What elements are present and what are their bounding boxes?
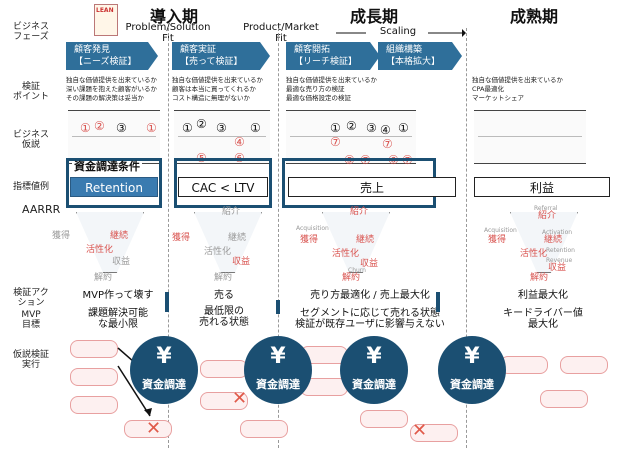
hyp-num: ② bbox=[196, 117, 207, 131]
aarrr-diagram-3: 紹介 Acquisition 獲得 継続 活性化 収益 Churn 解約 bbox=[296, 204, 414, 284]
fit-label-scaling: Scaling bbox=[379, 26, 417, 37]
row-label-validation-point: 検証 ポイント bbox=[12, 82, 49, 102]
mvp-goal-3: セグメントに応じて売れる状態 検証が既存ユーザに影響与えない bbox=[295, 308, 445, 330]
row-label-hypothesis-execution: 仮説検証 実行 bbox=[12, 350, 49, 370]
flow-node bbox=[500, 356, 548, 374]
flow-node bbox=[360, 410, 408, 428]
flow-node bbox=[70, 340, 118, 358]
hyp-num: ③ bbox=[216, 121, 227, 135]
funding-coin-1: ¥資金調達 bbox=[130, 336, 198, 404]
mvp-goal-1: 課題解決可能 な最小限 bbox=[88, 308, 148, 330]
action-2: 売る bbox=[214, 290, 234, 301]
hypothesis-canvas-col1 bbox=[68, 110, 160, 164]
funding-condition-frame-1 bbox=[66, 158, 162, 208]
metric-retention: Retention bbox=[70, 177, 158, 197]
hyp-num: ① bbox=[250, 121, 261, 135]
phase-intro: 導入期 bbox=[150, 7, 199, 26]
dark-divider bbox=[165, 292, 169, 312]
cross-icon: ✕ bbox=[146, 418, 162, 439]
divider-2 bbox=[278, 28, 279, 448]
dark-divider bbox=[436, 292, 440, 312]
mvp-goal-2: 最低限の 売れる状態 bbox=[199, 306, 249, 328]
hyp-num: ② bbox=[346, 119, 357, 133]
hyp-num: ⑦ bbox=[330, 135, 341, 149]
cross-icon: ✕ bbox=[232, 388, 248, 409]
row-label-mvp-goal: MVP 目標 bbox=[21, 310, 41, 330]
action-1: MVP作って壊す bbox=[82, 290, 154, 301]
flow-node bbox=[200, 392, 248, 410]
aarrr-diagram-1: 獲得 継続 活性化 収益 解約 bbox=[50, 204, 168, 284]
hyp-num: ④ bbox=[234, 135, 245, 149]
divider-3 bbox=[466, 28, 467, 448]
hypothesis-canvas-col4 bbox=[474, 110, 586, 164]
chevron-company-building: 組織構築【本格拡大】 bbox=[378, 42, 462, 70]
row-label-business-hypothesis: ビジネス 仮説 bbox=[12, 130, 49, 150]
phase-growth: 成長期 bbox=[350, 7, 399, 26]
chevron-customer-creation: 顧客開拓【リーチ検証】 bbox=[286, 42, 380, 70]
hyp-num: ② bbox=[94, 119, 105, 133]
validation-notes-col2: 独自な価値提供を出来ているか顧客は本当に買ってくれるかコスト構造に無理がないか bbox=[172, 76, 263, 102]
chevron-customer-validation: 顧客実証【売って検証】 bbox=[172, 42, 270, 70]
hyp-num: ⑦ bbox=[382, 137, 393, 151]
hypothesis-canvas-col2 bbox=[174, 110, 270, 164]
flow-node bbox=[540, 390, 588, 408]
hyp-num: ③ bbox=[366, 121, 377, 135]
funding-condition-frame-2 bbox=[174, 158, 272, 208]
flow-node bbox=[70, 396, 118, 414]
aarrr-diagram-2: 紹介 獲得 継続 活性化 収益 解約 bbox=[168, 204, 286, 284]
chevron-customer-discovery: 顧客発見【ニーズ検証】 bbox=[66, 42, 158, 70]
hyp-num: ① bbox=[80, 121, 91, 135]
hyp-num: ① bbox=[182, 121, 193, 135]
hyp-num: ① bbox=[330, 121, 341, 135]
funding-coin-4: ¥資金調達 bbox=[438, 336, 506, 404]
validation-notes-col3: 独自な価値提供を出来ているか最適な売り方の検証最適な価格設定の検証 bbox=[286, 76, 377, 102]
scaling-arrow bbox=[336, 29, 466, 37]
aarrr-diagram-4: Referral 紹介 Acquisition 獲得 継続 Activation… bbox=[484, 204, 602, 284]
lean-book-thumbnail: LEAN bbox=[94, 4, 118, 36]
hyp-num: ③ bbox=[116, 121, 127, 135]
fit-label-pmf: Product/Market Fit bbox=[243, 22, 319, 44]
hyp-num: ① bbox=[146, 121, 157, 135]
funding-coin-2: ¥資金調達 bbox=[244, 336, 312, 404]
mvp-goal-4: キードライバー値 最大化 bbox=[503, 308, 583, 330]
metric-sales: 売上 bbox=[288, 177, 456, 197]
hyp-num: ① bbox=[398, 121, 409, 135]
flow-node bbox=[124, 420, 172, 438]
validation-notes-col1: 独自な価値提供を出来ているか深い課題を抱えた顧客がいるかその課題の解決策は妥当か bbox=[66, 76, 157, 102]
hypothesis-canvas-col3 bbox=[286, 110, 416, 164]
flow-node bbox=[200, 360, 248, 378]
action-4: 利益最大化 bbox=[518, 290, 568, 301]
row-label-validation-action: 検証アク ション bbox=[13, 288, 49, 308]
funding-coin-3: ¥資金調達 bbox=[340, 336, 408, 404]
dark-divider bbox=[276, 300, 280, 314]
fit-label-psf: Problem/Solution Fit bbox=[125, 22, 211, 44]
metric-profit: 利益 bbox=[474, 177, 610, 197]
row-label-metric-example: 指標値例 bbox=[12, 182, 49, 192]
hyp-num: ④ bbox=[380, 123, 391, 137]
metric-cac-ltv: CAC < LTV bbox=[178, 177, 268, 197]
row-label-aarrr: AARRR bbox=[22, 203, 61, 216]
phase-mature: 成熟期 bbox=[510, 7, 559, 26]
action-3: 売り方最適化 / 売上最大化 bbox=[310, 290, 430, 301]
flow-node bbox=[410, 424, 458, 442]
funding-condition-label: 資金調達条件 bbox=[72, 160, 142, 173]
divider-1 bbox=[168, 28, 169, 448]
cross-icon: ✕ bbox=[412, 420, 428, 441]
flow-node bbox=[70, 368, 118, 386]
row-label-business-phase: ビジネス フェーズ bbox=[12, 22, 49, 42]
flow-node bbox=[560, 356, 608, 374]
flow-node bbox=[240, 420, 288, 438]
